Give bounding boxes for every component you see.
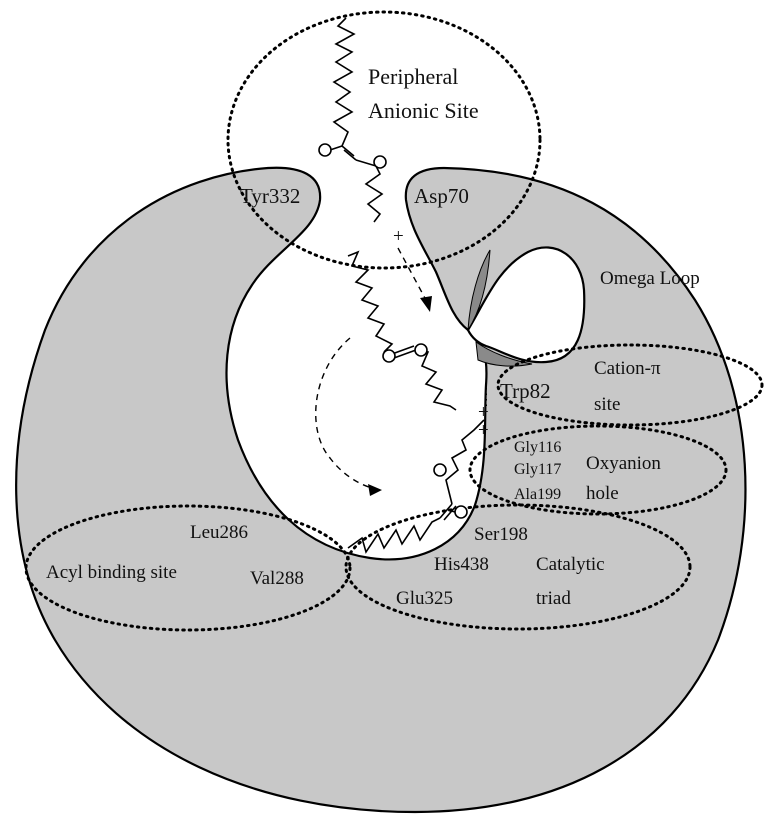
label-ser198: Ser198 (474, 524, 528, 545)
label-trp82: Trp82 (500, 379, 551, 403)
label-peripheral-2: Anionic Site (368, 98, 479, 123)
omega-loop-pocket (466, 246, 586, 364)
label-gly116: Gly116 (514, 439, 561, 456)
charge-plus-3: + (478, 420, 489, 441)
label-omega-loop: Omega Loop (600, 268, 700, 289)
rotation-arrow (315, 337, 382, 496)
ligand-catalytic (347, 419, 485, 554)
label-glu325: Glu325 (396, 588, 453, 609)
ligand-gorge-oxygen-2 (414, 343, 428, 357)
loop-accent-lower (475, 340, 533, 367)
charge-plus-2: + (478, 402, 489, 423)
label-catalytic-1: Catalytic (536, 554, 605, 575)
label-peripheral-1: Peripheral (368, 64, 458, 89)
acyl-binding-region (24, 504, 352, 632)
ligand-gorge-oxygen-1 (382, 349, 396, 363)
label-acyl-binding: Acyl binding site (46, 562, 177, 583)
label-oxyanion-1: Oxyanion (586, 453, 661, 474)
label-gly117: Gly117 (514, 461, 561, 478)
label-ala199: Ala199 (514, 486, 561, 503)
label-cation-pi-2: site (594, 394, 620, 415)
label-oxyanion-2: hole (586, 483, 619, 504)
label-cation-pi-1: Cation-π (594, 358, 661, 379)
label-his438: His438 (434, 554, 489, 575)
label-val288: Val288 (250, 568, 304, 589)
ligand-peripheral-oxygen-1 (318, 143, 332, 157)
ligand-catalytic-oxygen-1 (433, 463, 447, 477)
label-leu286: Leu286 (190, 522, 248, 543)
charge-plus-1: + (393, 226, 404, 247)
loop-accent-upper (467, 249, 491, 331)
cation-pi-region (496, 343, 764, 427)
label-catalytic-2: triad (536, 588, 571, 609)
label-asp70: Asp70 (414, 184, 469, 208)
entry-arrow (397, 247, 432, 312)
label-tyr332: Tyr332 (240, 184, 300, 208)
peripheral-site-region (226, 10, 542, 270)
ligand-peripheral-oxygen-2 (373, 155, 387, 169)
oxyanion-region (468, 424, 728, 516)
ligand-catalytic-oxygen-2 (454, 505, 468, 519)
catalytic-triad-region (344, 503, 692, 631)
